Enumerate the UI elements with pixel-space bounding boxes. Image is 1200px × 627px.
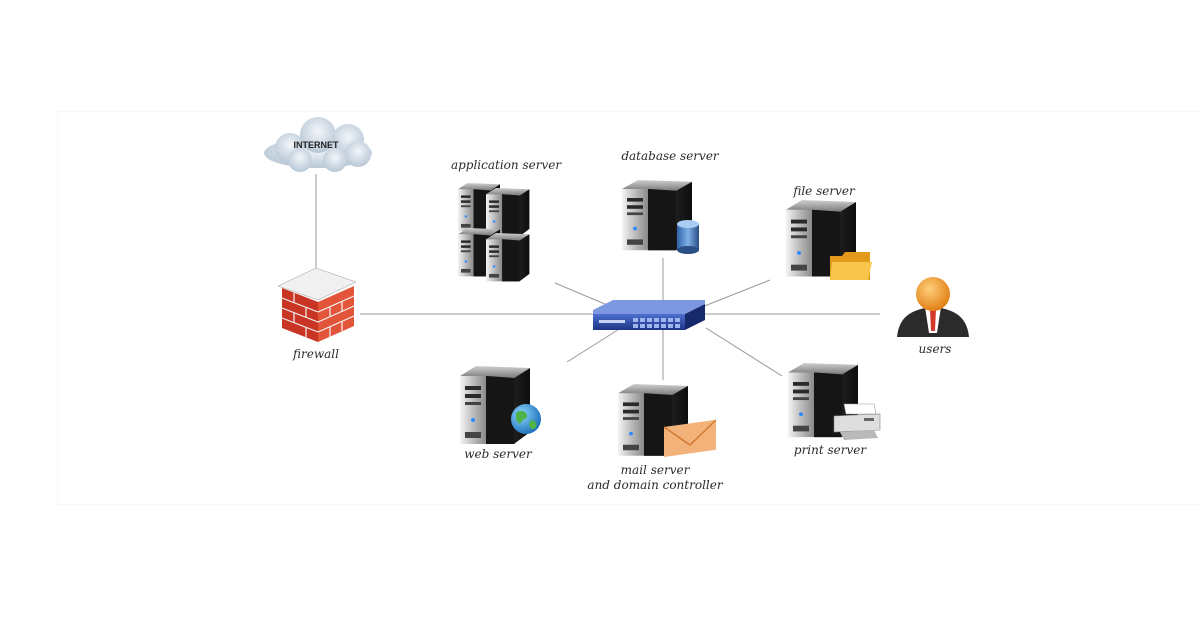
- line-switch-application: [554, 282, 613, 308]
- mail-server-label-line1: mail server: [620, 463, 690, 477]
- users-icon: [897, 277, 969, 337]
- database-server-label: database server: [621, 149, 719, 163]
- mail-server-label: mail server and domain controller: [587, 463, 722, 493]
- database-server-icon: [622, 180, 699, 254]
- line-switch-web: [566, 325, 625, 363]
- web-server-label: web server: [464, 447, 532, 461]
- print-server-label: print server: [793, 443, 867, 457]
- internet-label: INTERNET: [294, 140, 340, 150]
- file-server-icon: [786, 200, 872, 280]
- web-server-icon: [460, 366, 541, 444]
- application-server-icon: [458, 183, 530, 282]
- firewall-icon: [277, 267, 357, 342]
- internet-cloud-icon: [264, 117, 372, 172]
- firewall-label: firewall: [293, 347, 339, 361]
- users-label: users: [918, 342, 952, 356]
- file-server-label: file server: [793, 184, 855, 198]
- mail-server-label-line2: and domain controller: [587, 478, 723, 492]
- mail-server-icon: [618, 384, 717, 457]
- print-server-icon: [788, 363, 881, 440]
- line-switch-print: [705, 327, 783, 377]
- line-switch-file: [701, 279, 771, 308]
- application-server-label: application server: [450, 158, 562, 172]
- connection-lines: [315, 174, 880, 380]
- network-switch-icon: [593, 300, 705, 330]
